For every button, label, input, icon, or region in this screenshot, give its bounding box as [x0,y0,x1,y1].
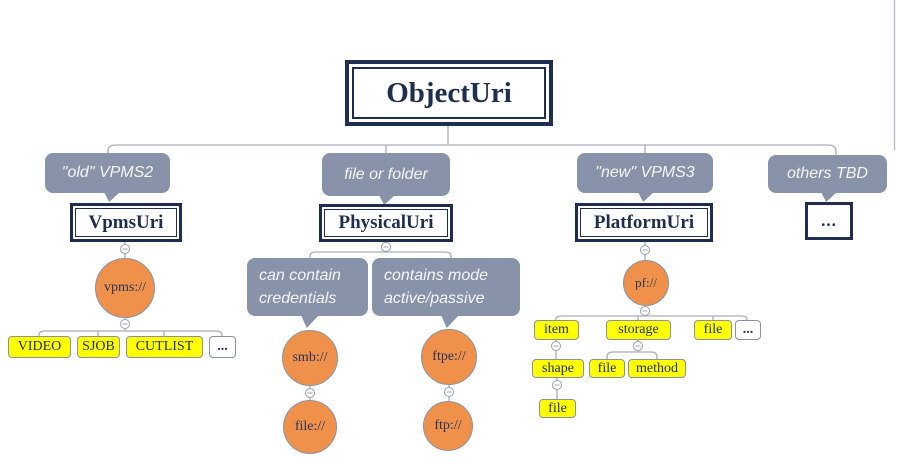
topic-platformuri[interactable]: PlatformUri [575,203,713,242]
connector [38,330,223,336]
chip-sjob[interactable]: SJOB [77,336,120,358]
collapse-toggle-icon[interactable] [381,242,391,252]
chip-file[interactable]: file [694,320,732,340]
scheme-circle-ftpe[interactable]: ftpe:// [421,329,477,385]
chip-ellipsis-platform[interactable]: ... [735,320,761,340]
callout-tail [638,192,654,202]
chip-ellipsis-vpms[interactable]: ... [209,336,236,358]
callout-new-vpms3[interactable]: "new" VPMS3 [577,153,713,193]
chip-storage[interactable]: storage [606,320,671,340]
callout-tail [379,195,395,205]
scheme-circle-pf[interactable]: pf:// [623,260,669,306]
collapse-toggle-icon[interactable] [640,306,650,316]
collapse-toggle-icon[interactable] [633,341,643,351]
topic-ellipsis[interactable]: ... [805,202,853,240]
connector [107,144,837,155]
collapse-toggle-icon[interactable] [552,380,562,390]
callout-old-vpms2[interactable]: "old" VPMS2 [45,153,170,193]
scheme-circle-file[interactable]: file:// [283,400,337,454]
chip-item[interactable]: item [534,320,579,340]
collapse-toggle-icon[interactable] [444,387,454,397]
topic-physicaluri[interactable]: PhysicalUri [319,204,453,242]
callout-others-tbd[interactable]: others TBD [768,155,887,193]
collapse-toggle-icon[interactable] [551,341,561,351]
note-can-contain-credentials[interactable]: can contain credentials [247,258,368,316]
collapse-toggle-icon[interactable] [120,319,130,329]
collapse-toggle-icon[interactable] [120,244,130,254]
collapse-toggle-icon[interactable] [305,388,315,398]
collapse-toggle-icon[interactable] [640,245,650,255]
topic-vpmsuri[interactable]: VpmsUri [70,203,182,242]
connector [309,251,452,258]
scheme-circle-ftp[interactable]: ftp:// [423,401,473,451]
chip-cutlist[interactable]: CUTLIST [126,336,203,358]
chip-method[interactable]: method [628,359,686,378]
connector [606,351,658,359]
scheme-circle-vpms[interactable]: vpms:// [95,258,155,318]
note-contains-mode-active-passive[interactable]: contains mode active/passive [372,258,520,316]
connector [555,315,748,320]
callout-tail [104,192,120,202]
chip-shape[interactable]: shape [532,359,584,378]
chip-video[interactable]: VIDEO [8,336,71,358]
root-topic-objecturi[interactable]: ObjectUri [345,60,553,126]
callout-file-or-folder[interactable]: file or folder [322,153,450,196]
chip-shape-file[interactable]: file [539,399,576,418]
collapse-toggles [120,242,650,398]
scheme-circle-smb[interactable]: smb:// [282,330,338,386]
chip-storage-file[interactable]: file [589,359,625,378]
callout-tail [821,192,837,202]
